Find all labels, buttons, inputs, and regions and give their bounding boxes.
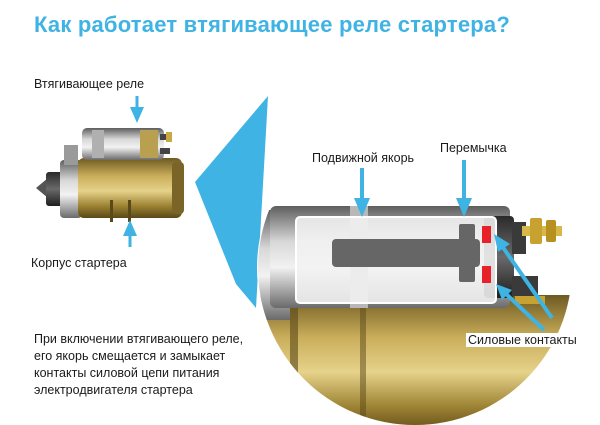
description-line: электродвигателя стартера [34,383,193,397]
jumper-arrow [456,160,472,217]
relay-arrow [130,96,144,123]
label-jumper: Перемычка [440,141,507,155]
page-title: Как работает втягивающее реле стартера? [34,12,511,37]
contacts-arrows [494,234,554,332]
starter-motor-image [36,128,184,222]
description-text: При включении втягивающего реле, его яко… [34,331,284,399]
label-starter-body: Корпус стартера [31,256,127,270]
zoom-cone [195,96,268,308]
label-relay: Втягивающее реле [34,77,145,91]
description-line: контакты силовой цепи питания [34,366,220,380]
label-moving-anchor: Подвижной якорь [312,151,415,165]
description-line: При включении втягивающего реле, [34,332,244,346]
body-arrow [123,220,137,247]
zoom-circle [257,110,573,425]
anchor-arrow [354,168,370,217]
description-line: его якорь смещается и замыкает [34,349,226,363]
label-power-contacts: Силовые контакты [466,333,579,347]
